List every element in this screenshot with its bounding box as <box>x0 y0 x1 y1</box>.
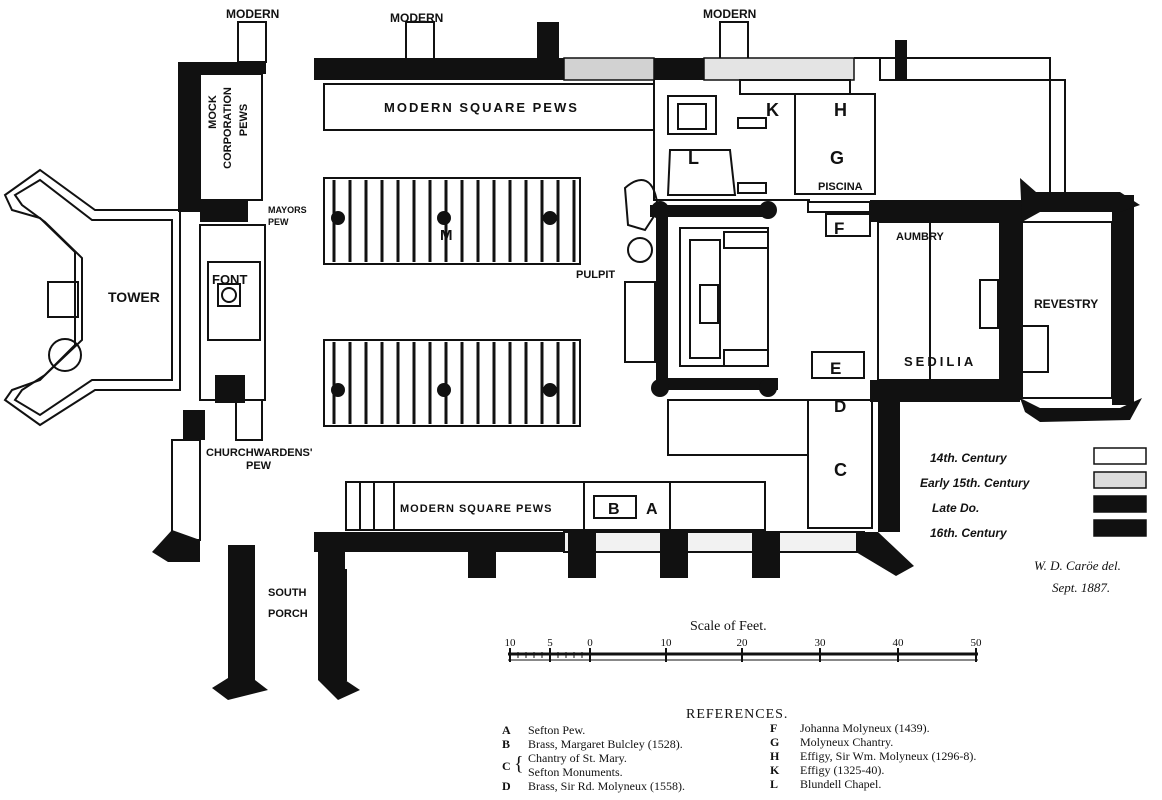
label-mock-3: PEWS <box>238 104 250 136</box>
label-south: SOUTH <box>268 587 307 599</box>
scale-tick-label: 5 <box>547 637 553 649</box>
ref-brace: { <box>514 753 524 775</box>
plan-labels: MODERN MODERN MODERN MODERN SQUARE PEWS … <box>108 7 1098 620</box>
references: REFERENCES. A Sefton Pew. B Brass, Marga… <box>502 707 976 793</box>
south-wall <box>152 400 914 578</box>
label-churchwardens-pew: PEW <box>246 460 272 472</box>
label-f: F <box>834 219 844 238</box>
ref-left-key-1: A <box>502 723 511 737</box>
ref-right-key-4: K <box>770 763 780 777</box>
south-porch <box>212 545 360 700</box>
label-mayors-pew: PEW <box>268 217 289 227</box>
scale-tick-label: 10 <box>505 637 517 649</box>
legend-label-2: Early 15th. Century <box>920 476 1031 490</box>
scale-tick-label: 40 <box>893 637 905 649</box>
ref-left-key-3: C <box>502 759 511 773</box>
label-revestry: REVESTRY <box>1034 297 1098 311</box>
label-mock-1: MOCK <box>207 95 219 129</box>
nave-pews-north <box>323 177 581 265</box>
tower <box>3 168 181 427</box>
label-font: FONT <box>212 272 247 287</box>
scale-title: Scale of Feet. <box>690 619 767 634</box>
ref-right-text-2: Molyneux Chantry. <box>800 735 893 749</box>
nave-pillars <box>331 211 557 397</box>
label-mock-2: CORPORATION <box>222 87 234 169</box>
ref-left-text-5: Brass, Sir Rd. Molyneux (1558). <box>528 779 685 793</box>
label-d: D <box>834 397 846 416</box>
label-aumbry: AUMBRY <box>896 231 945 243</box>
ref-right-key-5: L <box>770 777 778 791</box>
ref-right-text-5: Blundell Chapel. <box>800 777 881 791</box>
scale-tick-label: 10 <box>661 637 673 649</box>
legend-label-3: Late Do. <box>932 501 979 515</box>
legend-swatch-14th <box>1093 447 1147 465</box>
label-sedilia: SEDILIA <box>904 354 976 369</box>
ref-left-key-5: D <box>502 779 511 793</box>
label-b: B <box>608 501 620 518</box>
ref-left-text-3: Chantry of St. Mary. <box>528 751 627 765</box>
label-l: L <box>688 148 699 168</box>
label-piscina: PISCINA <box>818 181 863 193</box>
scale-tick-label: 0 <box>587 637 593 649</box>
label-modern-west: MODERN <box>226 7 279 21</box>
label-mayors: MAYORS <box>268 205 307 215</box>
ref-left-text-2: Brass, Margaret Bulcley (1528). <box>528 737 683 751</box>
label-tower: TOWER <box>108 289 160 305</box>
label-g: G <box>830 148 844 168</box>
ref-left-key-2: B <box>502 737 510 751</box>
references-title: REFERENCES. <box>686 707 788 722</box>
legend-swatch-late-15th <box>1093 495 1147 513</box>
legend-label-1: 14th. Century <box>930 451 1008 465</box>
ref-left-text-1: Sefton Pew. <box>528 723 585 737</box>
credit-line-1: W. D. Caröe del. <box>1034 558 1121 573</box>
label-e: E <box>830 359 841 378</box>
credit: W. D. Caröe del. Sept. 1887. <box>1034 558 1121 595</box>
label-m: M <box>440 227 453 244</box>
label-modern-east: MODERN <box>703 7 756 21</box>
label-a: A <box>646 501 658 518</box>
credit-line-2: Sept. 1887. <box>1052 580 1110 595</box>
legend-label-4: 16th. Century <box>930 526 1008 540</box>
ref-right-text-1: Johanna Molyneux (1439). <box>800 721 930 735</box>
nave-pews-south <box>323 339 581 427</box>
ref-right-key-1: F <box>770 721 777 735</box>
north-wall <box>314 40 1066 201</box>
label-pulpit: PULPIT <box>576 269 615 281</box>
scale-tick-label: 50 <box>971 637 983 649</box>
label-modern-north: MODERN <box>390 11 443 25</box>
modern-turrets <box>237 21 749 63</box>
molyneux-chantry <box>794 93 876 195</box>
legend-swatch-early-15th <box>1093 471 1147 489</box>
ref-right-key-3: H <box>770 749 780 763</box>
label-porch: PORCH <box>268 608 308 620</box>
legend: 14th. Century Early 15th. Century Late D… <box>920 447 1147 540</box>
label-h: H <box>834 100 847 120</box>
scale-tick-label: 30 <box>815 637 827 649</box>
east-end <box>870 178 1142 422</box>
ref-left-text-4: Sefton Monuments. <box>528 765 623 779</box>
scale-tick-label: 20 <box>737 637 749 649</box>
mock-corporation-pews <box>199 73 263 201</box>
ref-right-key-2: G <box>770 735 779 749</box>
ref-right-text-4: Effigy (1325-40). <box>800 763 884 777</box>
label-modern-square-pews-south: MODERN SQUARE PEWS <box>400 503 552 515</box>
chancel <box>623 80 873 531</box>
label-c: C <box>834 460 847 480</box>
west-end <box>178 62 266 441</box>
ref-right-text-3: Effigy, Sir Wm. Molyneux (1296-8). <box>800 749 976 763</box>
label-modern-square-pews-north: MODERN SQUARE PEWS <box>384 100 579 115</box>
legend-swatch-16th <box>1093 519 1147 537</box>
label-k: K <box>766 100 779 120</box>
brass-b <box>593 495 637 519</box>
label-churchwardens: CHURCHWARDENS' <box>206 447 313 459</box>
